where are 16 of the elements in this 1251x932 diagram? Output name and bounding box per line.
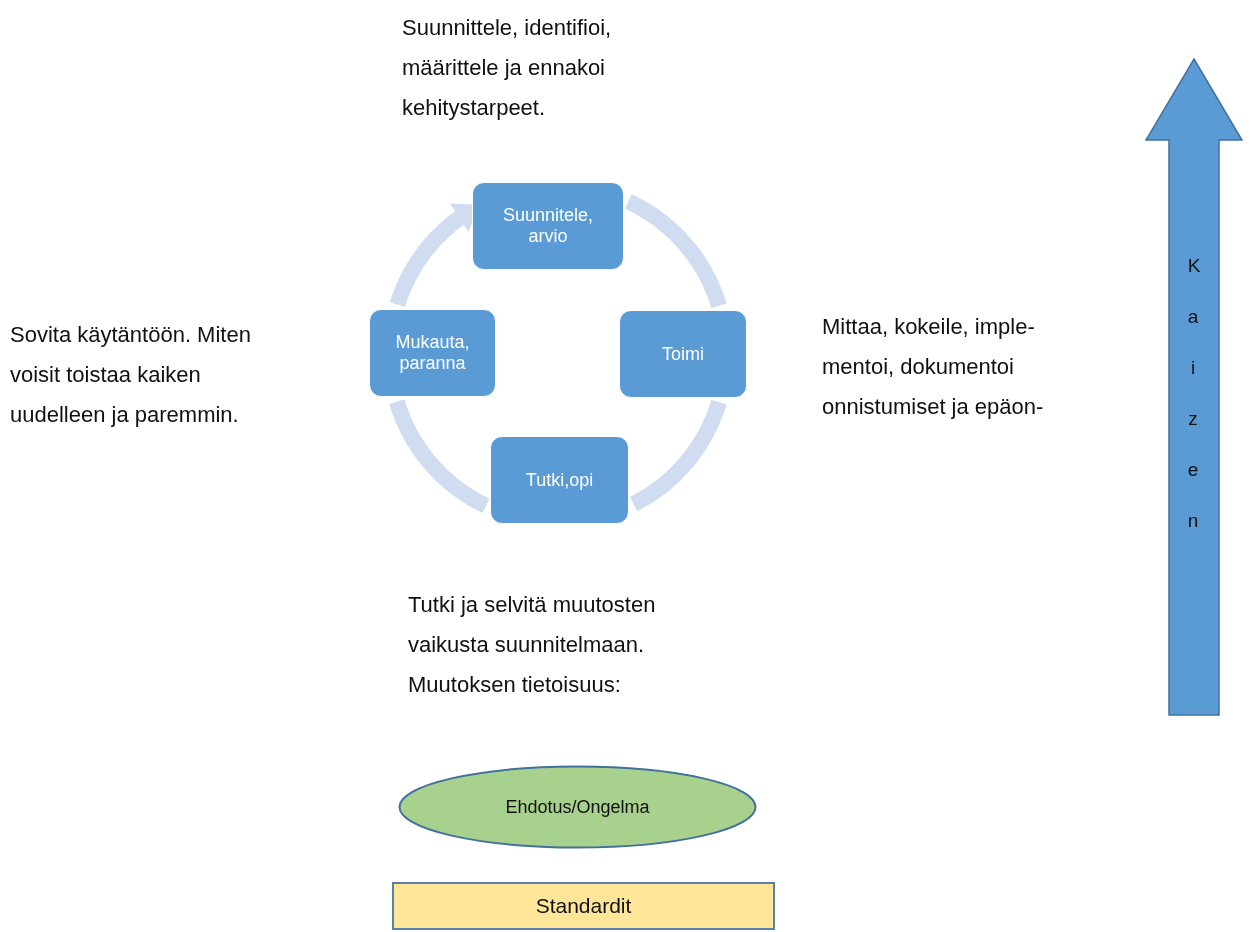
note-text: Sovita käytäntöön. Miten voisit toistaa kaiken uudelleen ja paremmin. — [10, 321, 252, 429]
standards-box — [392, 882, 775, 930]
ellipse-label: Ehdotus/Ongelma — [505, 796, 650, 818]
note-text: Suunnittele, identifioi, määrittele ja ennakoi kehitystarpeet. — [402, 14, 613, 122]
box-label: Standardit — [535, 894, 632, 918]
process-box — [369, 309, 496, 397]
process-box — [490, 436, 629, 524]
process-box — [472, 182, 624, 270]
note-text: Tutki ja selvitä muutosten vaikusta suunnitelmaan. Muutoksen tietoisuus: — [408, 591, 657, 699]
box-label: Toimi — [662, 343, 704, 365]
box-label: Tutki,opi — [525, 469, 594, 491]
box-label: Mukauta, paranna — [394, 332, 471, 374]
vertical-label: Kaizen — [1187, 254, 1199, 533]
process-box — [619, 310, 747, 398]
box-label: Suunnitele, arvio — [501, 205, 595, 247]
note-text: Mittaa, kokeile, imple- mentoi, dokumentoi onnistumiset ja epäon- — [822, 313, 1045, 421]
